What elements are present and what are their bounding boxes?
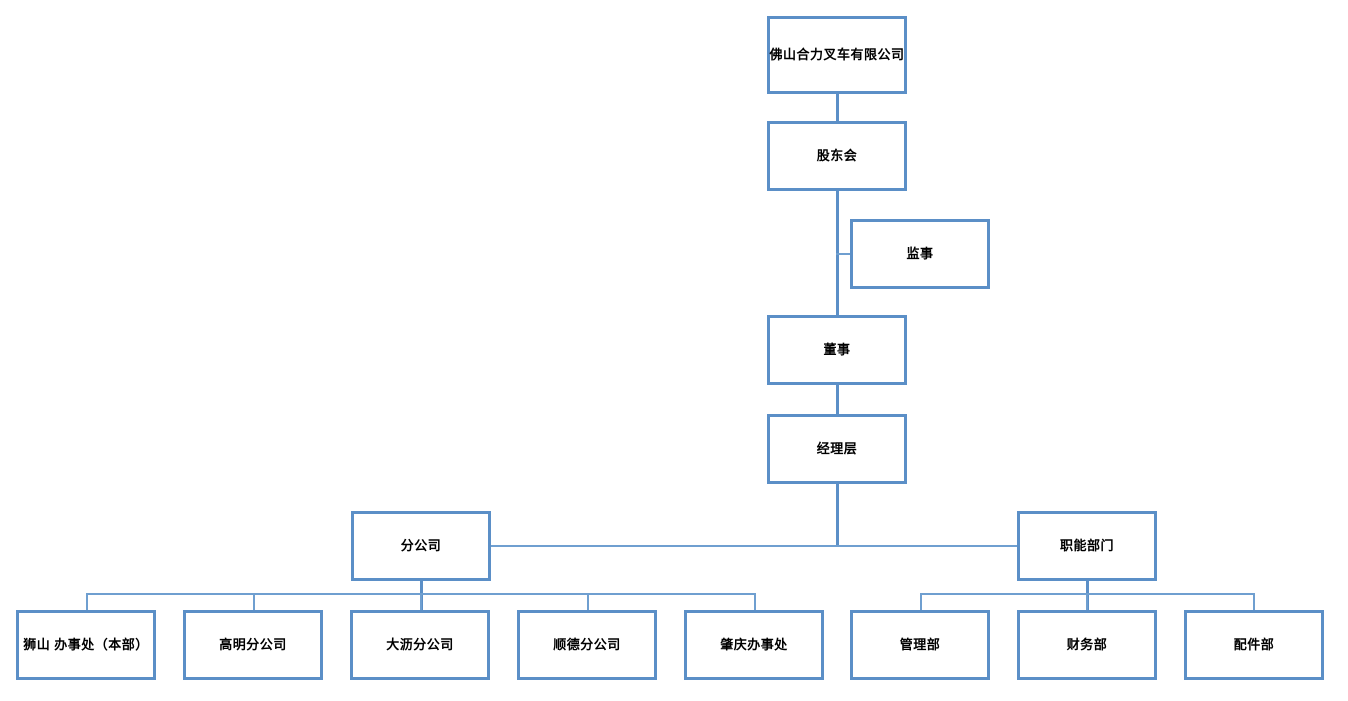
node-branch-item-label: 大沥分公司: [386, 637, 454, 653]
connector-branch-drop-5: [754, 593, 756, 610]
connector-branch-drop-2: [253, 593, 255, 610]
connector-midlevel-rail: [491, 545, 1017, 547]
node-shareholders-meeting-label: 股东会: [816, 148, 858, 164]
node-supervisor[interactable]: 监事: [850, 219, 990, 289]
node-branch-item[interactable]: 肇庆办事处: [684, 610, 824, 680]
node-function-group-label: 职能部门: [1059, 538, 1114, 554]
node-branch-group[interactable]: 分公司: [351, 511, 491, 581]
node-function-group[interactable]: 职能部门: [1017, 511, 1157, 581]
node-company-label: 佛山合力叉车有限公司: [769, 47, 905, 63]
node-branch-group-label: 分公司: [400, 538, 442, 554]
node-shareholders-meeting[interactable]: 股东会: [767, 121, 907, 191]
connector-department-drop-2: [1086, 593, 1088, 610]
node-director-label: 董事: [823, 342, 851, 358]
connector-management-drop: [836, 484, 839, 546]
connector-branch-drop-1: [86, 593, 88, 610]
node-branch-item[interactable]: 狮山 办事处（本部）: [16, 610, 156, 680]
node-department-item-label: 管理部: [899, 637, 941, 653]
node-department-item[interactable]: 财务部: [1017, 610, 1157, 680]
node-director[interactable]: 董事: [767, 315, 907, 385]
node-department-item-label: 财务部: [1066, 637, 1108, 653]
node-management-level[interactable]: 经理层: [767, 414, 907, 484]
connector-branch-drop-4: [587, 593, 589, 610]
node-management-level-label: 经理层: [816, 441, 858, 457]
connector-director-to-management: [836, 385, 839, 414]
node-supervisor-label: 监事: [906, 246, 934, 262]
node-department-item-label: 配件部: [1233, 637, 1275, 653]
connector-company-to-shareholders: [836, 94, 839, 121]
node-branch-item-label: 狮山 办事处（本部）: [23, 637, 149, 653]
connector-stub-to-supervisor: [836, 253, 852, 255]
node-department-item[interactable]: 管理部: [850, 610, 990, 680]
node-department-item[interactable]: 配件部: [1184, 610, 1324, 680]
node-branch-item-label: 顺德分公司: [553, 637, 621, 653]
node-branch-item[interactable]: 高明分公司: [183, 610, 323, 680]
node-branch-item[interactable]: 顺德分公司: [517, 610, 657, 680]
connector-branch-drop-3: [420, 593, 422, 610]
connector-department-drop-1: [920, 593, 922, 610]
node-branch-item-label: 高明分公司: [219, 637, 287, 653]
node-company[interactable]: 佛山合力叉车有限公司: [767, 16, 907, 94]
connector-department-drop-3: [1253, 593, 1255, 610]
node-branch-item-label: 肇庆办事处: [720, 637, 788, 653]
node-branch-item[interactable]: 大沥分公司: [350, 610, 490, 680]
